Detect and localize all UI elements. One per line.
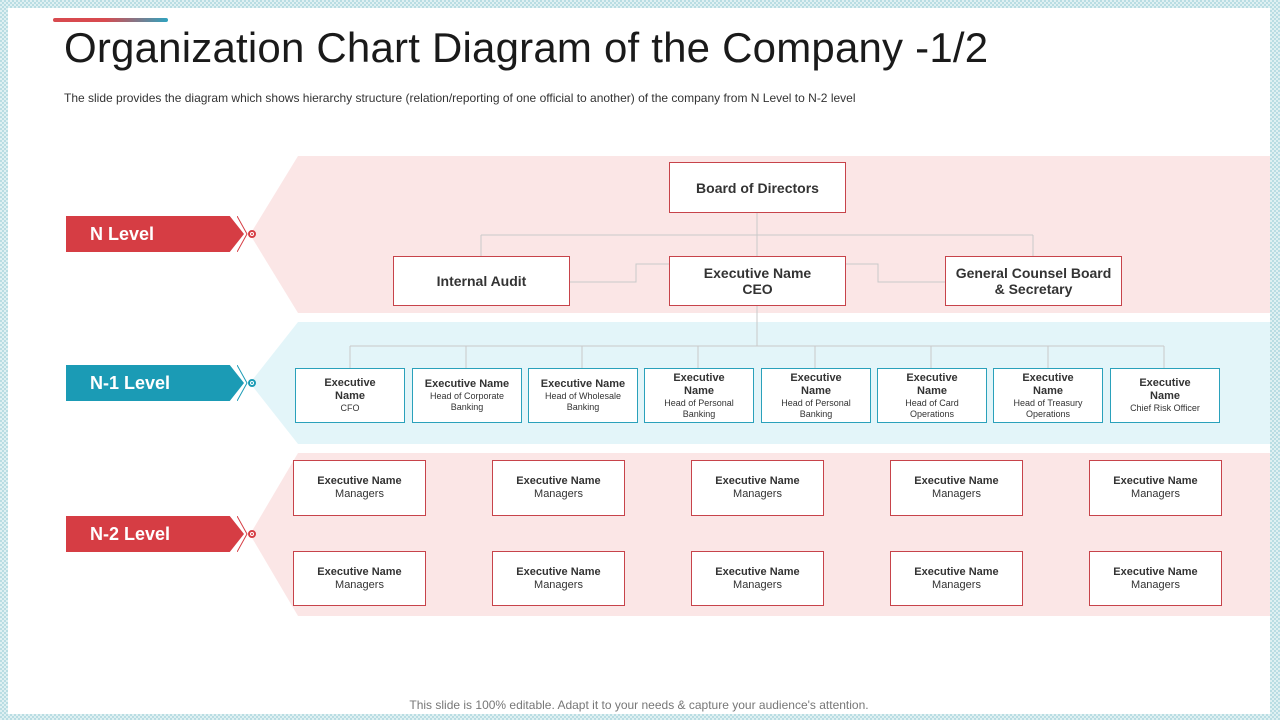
org-box-board: Board of Directors (669, 162, 846, 213)
org-box-role: Managers (1131, 488, 1180, 500)
org-box-n2-manager-8: Executive Name Managers (691, 551, 824, 606)
org-box-ceo: Executive Name CEO (669, 256, 846, 306)
org-box-n2-manager-10: Executive Name Managers (1089, 551, 1222, 606)
org-box-name: Executive Name (703, 265, 812, 281)
org-box-role: Managers (932, 488, 981, 500)
org-box-n2-manager-9: Executive Name Managers (890, 551, 1023, 606)
level-tag-label: N Level (90, 223, 155, 244)
level-n1-dot-icon (248, 379, 256, 387)
org-box-role: Managers (534, 578, 583, 591)
org-box-name: Executive Name (673, 371, 725, 397)
org-box-n2-manager-1: Executive Name Managers (293, 460, 426, 516)
org-box-role: Head of Personal Banking (664, 397, 734, 419)
org-box-name: Executive Name (715, 475, 800, 487)
org-box-role: CFO (340, 403, 360, 413)
org-box-name: Executive Name (540, 378, 626, 390)
org-box-role: Head of Personal Banking (781, 397, 851, 419)
org-box-n1-personal-banking-2: Executive Name Head of Personal Banking (761, 368, 871, 423)
org-box-n1-cfo: Executive Name CFO (295, 368, 405, 423)
page-subtitle: The slide provides the diagram which sho… (64, 91, 856, 105)
level-tag-label: N-1 Level (90, 372, 171, 393)
org-box-role: Head of Corporate Banking (429, 391, 505, 412)
level-tag-n2: N-2 Level (66, 516, 244, 552)
level-tag-n1: N-1 Level (66, 365, 244, 401)
org-box-role: Managers (534, 488, 583, 500)
org-box-n1-corporate-banking: Executive Name Head of Corporate Banking (412, 368, 522, 423)
footer-note: This slide is 100% editable. Adapt it to… (409, 698, 869, 712)
org-box-name: Internal Audit (436, 273, 527, 289)
page-title: Organization Chart Diagram of the Compan… (64, 24, 989, 71)
org-box-n1-personal-banking-1: Executive Name Head of Personal Banking (644, 368, 754, 423)
org-box-n2-manager-7: Executive Name Managers (492, 551, 625, 606)
slide: Organization Chart Diagram of the Compan… (8, 8, 1270, 714)
level-n2-dot-icon (248, 530, 256, 538)
org-box-role: CEO (742, 281, 773, 297)
org-box-name: Executive Name (424, 378, 510, 390)
org-box-name: Executive Name (914, 475, 999, 487)
org-box-n2-manager-3: Executive Name Managers (691, 460, 824, 516)
org-box-n2-manager-6: Executive Name Managers (293, 551, 426, 606)
org-box-name: Executive Name (790, 371, 842, 397)
org-connectors (349, 213, 1165, 368)
org-box-name: Board of Directors (696, 179, 819, 196)
level-tag-label: N-2 Level (90, 523, 171, 544)
level-n-dot-icon (248, 230, 256, 238)
level-tag-n: N Level (66, 216, 244, 252)
org-box-role: Managers (335, 578, 384, 591)
org-box-name: Executive Name (1113, 475, 1198, 487)
org-box-n1-card-operations: Executive Name Head of Card Operations (877, 368, 987, 423)
org-box-n2-manager-2: Executive Name Managers (492, 460, 625, 516)
title-accent-bar (53, 18, 168, 22)
org-box-name: Executive Name (914, 565, 999, 578)
org-box-name: Executive Name (317, 475, 402, 487)
org-box-name: Executive Name (715, 565, 800, 578)
org-box-role: Managers (1131, 578, 1180, 591)
org-box-name: Executive Name (324, 377, 376, 402)
org-box-n2-manager-4: Executive Name Managers (890, 460, 1023, 516)
org-box-role: Head of Wholesale Banking (544, 391, 622, 412)
org-box-name: Executive Name (317, 565, 402, 578)
org-box-name: Executive Name (1022, 371, 1074, 397)
connector-audit-ceo (570, 263, 669, 283)
org-box-role: Managers (733, 578, 782, 591)
org-box-name: Executive Name (516, 475, 601, 487)
org-box-name: Executive Name (1113, 565, 1198, 578)
org-box-role: Head of Card Operations (905, 397, 959, 419)
level-tag-n-outline (237, 216, 249, 252)
org-box-name: Executive Name (516, 565, 601, 578)
org-box-general-counsel: General Counsel Board & Secretary (945, 256, 1122, 306)
org-box-name: General Counsel Board & Secretary (955, 265, 1112, 297)
org-box-role: Managers (733, 488, 782, 500)
org-box-internal-audit: Internal Audit (393, 256, 570, 306)
level-tag-n1-outline (237, 365, 249, 401)
org-box-n2-manager-5: Executive Name Managers (1089, 460, 1222, 516)
org-box-role: Managers (932, 578, 981, 591)
org-box-name: Executive Name (1139, 377, 1191, 402)
org-box-name: Executive Name (906, 371, 958, 397)
org-box-n1-treasury-operations: Executive Name Head of Treasury Operatio… (993, 368, 1103, 423)
level-tag-n2-outline (237, 516, 249, 552)
connector-ceo-counsel (845, 263, 945, 283)
org-box-n1-chief-risk-officer: Executive Name Chief Risk Officer (1110, 368, 1220, 423)
org-box-role: Chief Risk Officer (1130, 403, 1200, 413)
org-box-role: Head of Treasury Operations (1013, 397, 1083, 419)
org-box-n1-wholesale-banking: Executive Name Head of Wholesale Banking (528, 368, 638, 423)
org-box-role: Managers (335, 488, 384, 500)
